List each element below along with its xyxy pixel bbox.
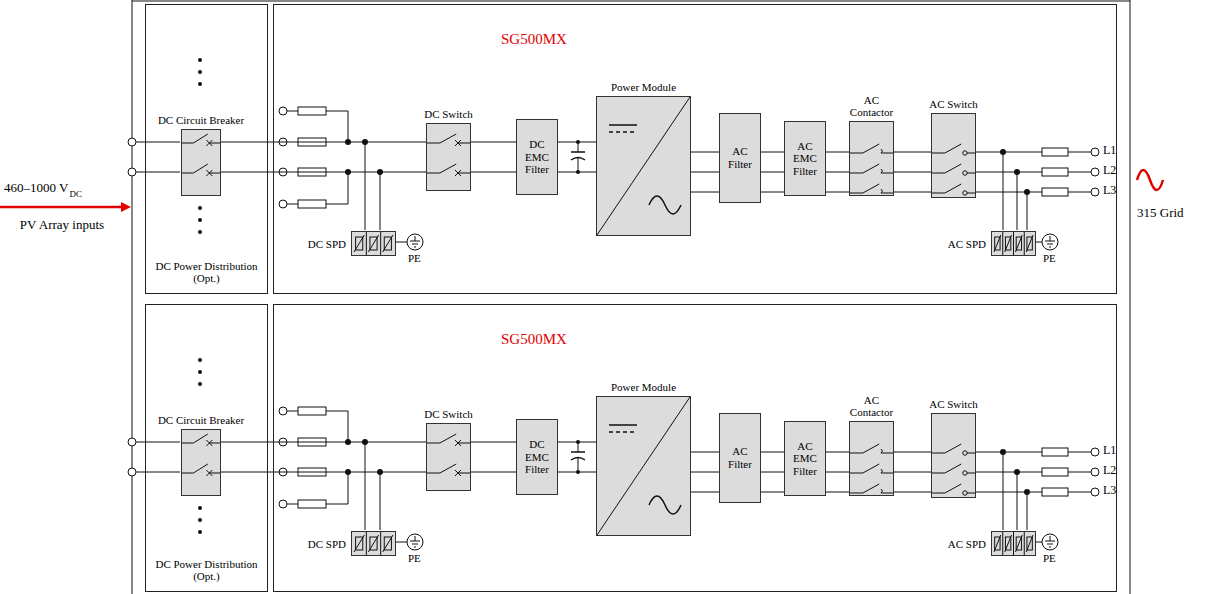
wire-bundle xyxy=(761,152,784,192)
component-symbol xyxy=(182,430,220,495)
component-symbol xyxy=(597,97,690,235)
unit-title: SG500MX xyxy=(501,31,567,48)
component-symbol xyxy=(992,232,1035,255)
component-label: AC Filter xyxy=(720,445,760,470)
distribution-panel: DC Power Distribution (Opt.) DC Circuit B… xyxy=(145,304,268,592)
component-symbol xyxy=(850,422,893,495)
surge-protector: DC SPD xyxy=(351,231,396,256)
component-label: AC EMC Filter xyxy=(785,440,825,478)
component-label: AC SPD xyxy=(948,237,986,250)
ac-contactor: AC Contactor xyxy=(849,421,894,496)
filter-box: AC Filter xyxy=(719,113,761,203)
dc-switch: DC Switch xyxy=(426,123,471,191)
component-symbol xyxy=(427,424,470,490)
component-symbol xyxy=(597,397,690,535)
component-symbol xyxy=(352,532,395,555)
component-label: DC SPD xyxy=(308,537,346,550)
component-symbol xyxy=(850,122,893,195)
surge-protector: AC SPD xyxy=(991,231,1036,256)
component-label: AC Contactor xyxy=(843,94,901,119)
component-symbol xyxy=(932,414,975,497)
input-note: PV Array inputs xyxy=(14,218,110,233)
component-label: DC Power Distribution (Opt.) xyxy=(150,260,263,285)
surge-protector: DC SPD xyxy=(351,531,396,556)
ac-switch: AC Switch xyxy=(931,413,976,498)
component-label: AC Switch xyxy=(929,98,978,111)
component-symbol xyxy=(932,114,975,197)
component-label: AC SPD xyxy=(948,537,986,550)
phase-label: L2 xyxy=(1103,464,1116,478)
wire-bundle xyxy=(826,452,849,492)
component-label: DC Circuit Breaker xyxy=(158,414,244,427)
component-label: AC EMC Filter xyxy=(785,140,825,178)
ac-contactor: AC Contactor xyxy=(849,121,894,196)
filter-box: AC EMC Filter xyxy=(784,421,826,496)
inverter-panel: SG500MX DC Switch DC EMC Filter Power Modul… xyxy=(273,304,1117,592)
component-label: Power Module xyxy=(611,381,676,394)
component-label: AC Switch xyxy=(929,398,978,411)
component-label: DC Power Distribution (Opt.) xyxy=(150,558,263,583)
voltage-range: 460–1000 V xyxy=(4,181,68,196)
component-symbol xyxy=(427,124,470,190)
component-label: DC EMC Filter xyxy=(517,438,557,476)
power-module: Power Module xyxy=(596,96,691,236)
component-label: AC Contactor xyxy=(843,394,901,419)
component-label: Power Module xyxy=(611,81,676,94)
circuit-breaker: DC Circuit Breaker xyxy=(181,129,221,196)
phase-label: L2 xyxy=(1103,164,1116,178)
wire-bundle xyxy=(826,152,849,192)
wire-bundle xyxy=(221,142,426,172)
earth-label: PE xyxy=(1043,552,1056,565)
earth-label: PE xyxy=(408,252,421,265)
wire-bundle xyxy=(691,152,719,192)
wire-bundle xyxy=(558,442,596,472)
phase-label: L1 xyxy=(1103,144,1116,158)
component-symbol xyxy=(992,532,1035,555)
ac-switch: AC Switch xyxy=(931,113,976,198)
component-label: AC Filter xyxy=(720,145,760,170)
inverter-panel: SG500MX DC Switch DC EMC Filter Power Modul… xyxy=(273,4,1117,294)
filter-box: DC EMC Filter xyxy=(516,419,558,495)
wire-bundle xyxy=(471,442,516,472)
wire-bundle xyxy=(894,152,931,192)
grid-label: 315 Grid xyxy=(1137,206,1184,221)
unit-title: SG500MX xyxy=(501,331,567,348)
component-label: DC EMC Filter xyxy=(517,138,557,176)
wire-bundle xyxy=(221,442,426,472)
filter-box: AC EMC Filter xyxy=(784,121,826,196)
component-label: DC Switch xyxy=(424,408,473,421)
filter-box: DC EMC Filter xyxy=(516,119,558,195)
component-label: DC SPD xyxy=(308,237,346,250)
voltage-subscript: DC xyxy=(69,189,82,199)
wire-bundle xyxy=(691,452,719,492)
filter-box: AC Filter xyxy=(719,413,761,503)
component-label: DC Switch xyxy=(424,108,473,121)
phase-label: L3 xyxy=(1103,184,1116,198)
surge-protector: AC SPD xyxy=(991,531,1036,556)
power-module: Power Module xyxy=(596,396,691,536)
wire-bundle xyxy=(894,452,931,492)
component-label: DC Circuit Breaker xyxy=(158,114,244,127)
circuit-breaker: DC Circuit Breaker xyxy=(181,429,221,496)
component-symbol xyxy=(182,130,220,195)
phase-label: L1 xyxy=(1103,444,1116,458)
earth-label: PE xyxy=(1043,252,1056,265)
wire-bundle xyxy=(471,142,516,172)
earth-label: PE xyxy=(408,552,421,565)
wire-bundle xyxy=(761,452,784,492)
dc-switch: DC Switch xyxy=(426,423,471,491)
distribution-panel: DC Power Distribution (Opt.) DC Circuit B… xyxy=(145,4,268,294)
wire-bundle xyxy=(558,142,596,172)
component-symbol xyxy=(352,232,395,255)
phase-label: L3 xyxy=(1103,484,1116,498)
